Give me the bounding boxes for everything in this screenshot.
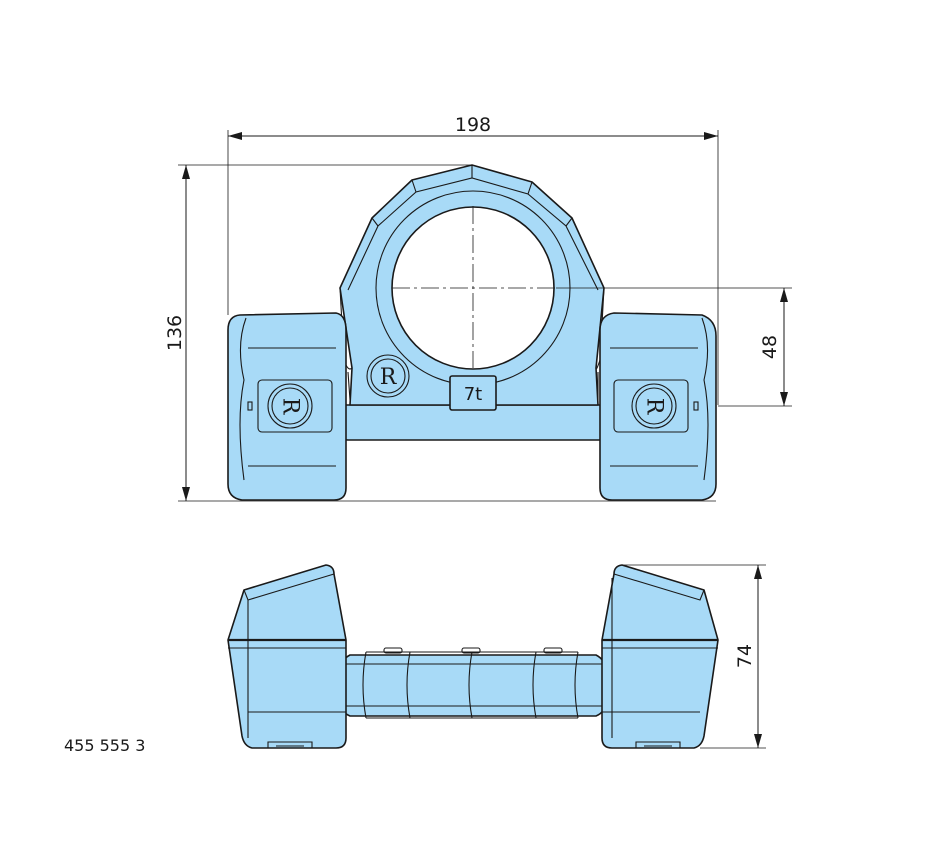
part-number: 455 555 3 (64, 736, 146, 755)
dimension-width: 198 (227, 114, 719, 405)
svg-text:R: R (642, 398, 667, 416)
dimension-center-height: 48 (556, 287, 792, 407)
dimension-center-height-value: 48 (759, 335, 781, 359)
svg-text:7t: 7t (464, 384, 483, 405)
dimension-height-value: 136 (164, 315, 186, 351)
front-right-pad: R (599, 312, 717, 501)
front-view: R 7t R R (227, 164, 717, 501)
svg-text:R: R (278, 398, 303, 416)
dimension-side-height-value: 74 (734, 644, 756, 668)
dimension-width-value: 198 (455, 114, 491, 136)
side-view (227, 564, 719, 749)
dimension-height: 136 (164, 164, 716, 502)
front-body-logo: R (366, 354, 410, 398)
side-left-block (227, 564, 347, 749)
side-right-block (601, 564, 719, 749)
svg-text:R: R (380, 365, 398, 390)
front-left-pad: R (227, 312, 347, 501)
load-rating-label: 7t (449, 375, 497, 411)
dimension-side-height: 74 (622, 564, 766, 749)
